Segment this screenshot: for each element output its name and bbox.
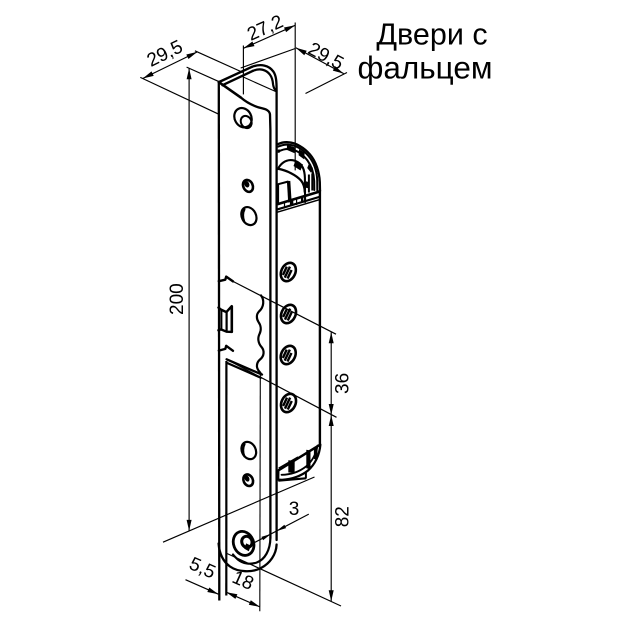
svg-text:фальцем: фальцем bbox=[357, 49, 492, 85]
svg-text:36: 36 bbox=[332, 373, 353, 394]
svg-text:82: 82 bbox=[332, 506, 353, 527]
svg-text:200: 200 bbox=[167, 283, 188, 315]
svg-text:Двери с: Двери с bbox=[376, 17, 487, 51]
svg-text:3: 3 bbox=[289, 499, 300, 520]
